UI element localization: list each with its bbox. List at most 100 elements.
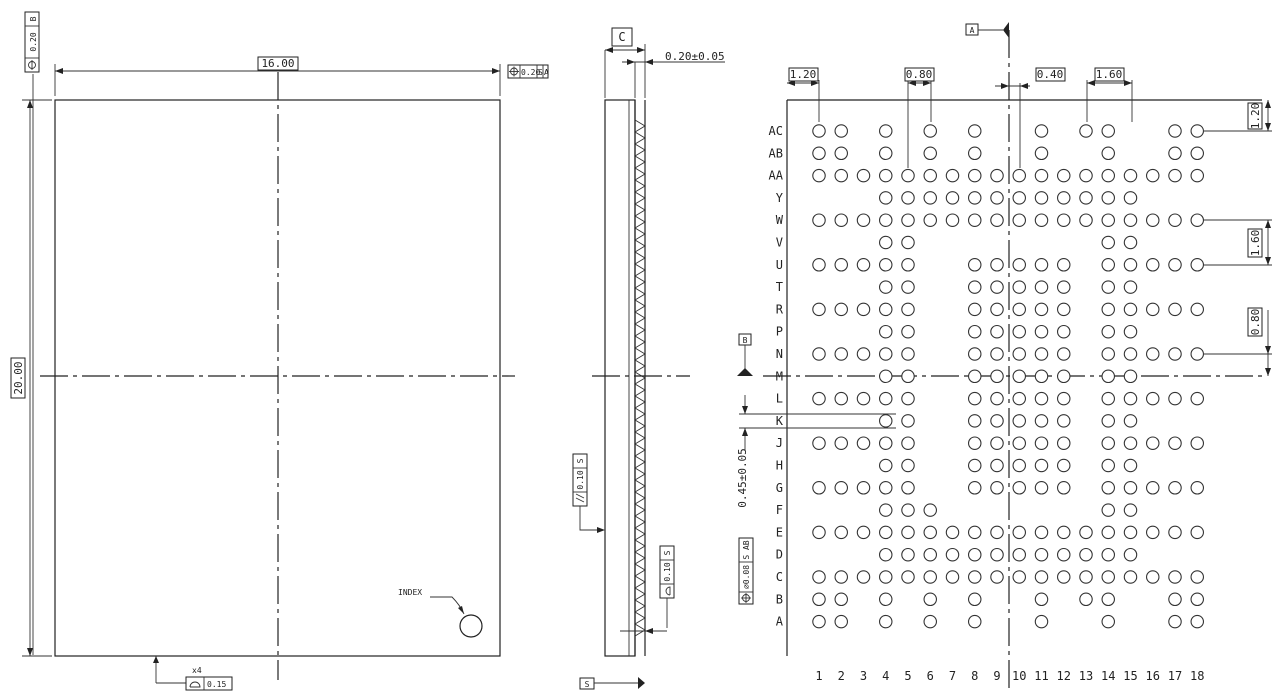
solder-ball bbox=[878, 302, 893, 317]
solder-ball bbox=[901, 213, 915, 227]
index-mark-icon bbox=[459, 614, 483, 638]
solder-ball bbox=[1057, 347, 1071, 361]
solder-ball bbox=[878, 436, 893, 450]
solder-ball bbox=[967, 302, 982, 317]
row-label: M bbox=[776, 369, 783, 383]
profile-symbol-icon bbox=[189, 681, 201, 688]
solder-ball bbox=[923, 547, 937, 562]
solder-ball bbox=[1123, 458, 1138, 473]
solder-ball bbox=[812, 570, 826, 584]
svg-text:0.10: 0.10 bbox=[576, 470, 585, 489]
solder-ball bbox=[878, 614, 893, 629]
solder-ball bbox=[1079, 124, 1093, 138]
solder-ball bbox=[1012, 347, 1026, 361]
column-label: 3 bbox=[860, 669, 867, 683]
solder-ball bbox=[1123, 191, 1138, 205]
solder-ball bbox=[901, 503, 915, 517]
solder-ball bbox=[967, 570, 982, 584]
solder-ball bbox=[878, 235, 893, 250]
row-label: V bbox=[776, 236, 783, 250]
column-label: 6 bbox=[927, 669, 934, 683]
solder-ball bbox=[967, 614, 982, 629]
solder-ball bbox=[878, 324, 893, 339]
column-label: 17 bbox=[1168, 669, 1182, 683]
solder-ball bbox=[856, 213, 871, 227]
solder-ball bbox=[923, 168, 937, 183]
solder-ball bbox=[1101, 213, 1116, 227]
solder-ball bbox=[923, 592, 937, 607]
solder-ball bbox=[901, 280, 915, 294]
svg-text:S: S bbox=[663, 550, 672, 555]
pitch-dimension-1.60: 1.60 bbox=[1096, 68, 1123, 81]
column-label: 10 bbox=[1012, 669, 1026, 683]
row-label: AC bbox=[769, 124, 783, 138]
solder-ball bbox=[856, 525, 871, 540]
solder-ball bbox=[1012, 436, 1026, 450]
solder-ball bbox=[1057, 436, 1071, 450]
solder-ball bbox=[1123, 414, 1138, 428]
solder-ball bbox=[1146, 481, 1160, 495]
edge-dimension-1.20: 1.20 bbox=[1249, 103, 1262, 130]
solder-ball bbox=[812, 213, 826, 227]
solder-ball bbox=[812, 436, 826, 450]
solder-ball bbox=[878, 391, 893, 406]
solder-ball bbox=[1012, 280, 1026, 294]
solder-ball bbox=[1101, 547, 1116, 562]
row-label: D bbox=[776, 548, 783, 562]
solder-ball bbox=[1012, 547, 1026, 562]
solder-ball bbox=[878, 481, 893, 495]
solder-ball bbox=[1123, 525, 1138, 540]
solder-ball bbox=[1146, 168, 1160, 183]
position-tolerance-frame bbox=[507, 64, 549, 79]
column-label: 7 bbox=[949, 669, 956, 683]
solder-ball bbox=[834, 302, 848, 317]
solder-ball bbox=[1190, 124, 1205, 138]
solder-ball bbox=[990, 436, 1004, 450]
solder-ball bbox=[901, 347, 915, 361]
solder-ball bbox=[1101, 124, 1116, 138]
solder-ball bbox=[945, 168, 960, 183]
datum-c: C bbox=[618, 30, 625, 44]
solder-ball bbox=[856, 347, 871, 361]
solder-ball bbox=[1123, 481, 1138, 495]
row-label: A bbox=[776, 615, 784, 629]
solder-ball bbox=[1190, 570, 1205, 584]
pitch-dimension-1.20: 1.20 bbox=[790, 68, 817, 81]
solder-ball bbox=[1012, 570, 1026, 584]
solder-ball bbox=[1101, 525, 1116, 540]
solder-ball bbox=[967, 280, 982, 294]
solder-ball bbox=[967, 191, 982, 205]
solder-ball bbox=[1034, 614, 1049, 629]
solder-ball bbox=[878, 280, 893, 294]
solder-ball bbox=[1123, 570, 1138, 584]
svg-text:0.10: 0.10 bbox=[663, 562, 672, 581]
solder-ball bbox=[1034, 280, 1049, 294]
solder-ball bbox=[1012, 302, 1026, 317]
solder-ball bbox=[812, 168, 826, 183]
solder-ball bbox=[1146, 347, 1160, 361]
solder-ball bbox=[856, 436, 871, 450]
solder-ball bbox=[1057, 324, 1071, 339]
solder-ball bbox=[812, 614, 826, 629]
solder-ball bbox=[1034, 391, 1049, 406]
solder-ball bbox=[990, 213, 1004, 227]
ball-height-dimension: 0.20±0.05 bbox=[665, 50, 725, 63]
solder-ball bbox=[1057, 458, 1071, 473]
solder-ball bbox=[834, 614, 848, 629]
solder-ball bbox=[945, 570, 960, 584]
solder-ball bbox=[1123, 302, 1138, 317]
solder-ball bbox=[901, 547, 915, 562]
solder-ball bbox=[901, 525, 915, 540]
solder-ball bbox=[990, 458, 1004, 473]
solder-ball bbox=[1101, 503, 1116, 517]
solder-ball bbox=[1012, 458, 1026, 473]
solder-ball bbox=[1057, 280, 1071, 294]
solder-ball bbox=[901, 168, 915, 183]
svg-text:A: A bbox=[544, 68, 549, 77]
solder-ball bbox=[1101, 324, 1116, 339]
column-label: 5 bbox=[904, 669, 911, 683]
solder-ball bbox=[1034, 547, 1049, 562]
row-label: H bbox=[776, 459, 783, 473]
edge-dimension-1.60: 1.60 bbox=[1249, 230, 1262, 257]
